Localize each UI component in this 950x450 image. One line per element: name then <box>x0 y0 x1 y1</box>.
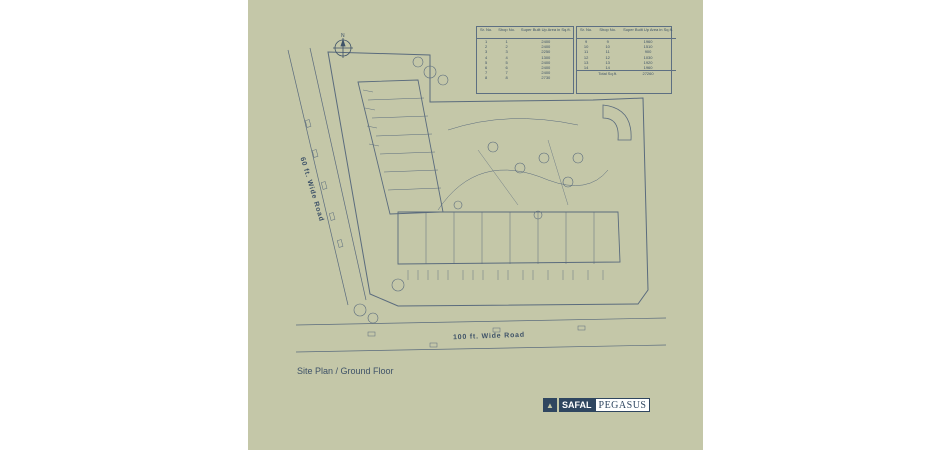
total-label: Total Sq.ft. <box>595 70 621 77</box>
table-row: 4 4 1300 <box>477 55 574 60</box>
table-cell: 3 <box>485 49 488 55</box>
table-header: Shop No. <box>595 27 621 39</box>
table-cell: 6 <box>505 65 508 71</box>
table-row: 12 12 1030 <box>577 55 676 60</box>
table-header: Super Built Up Area in Sq.ft. <box>517 27 574 39</box>
table-row: 14 14 1960 <box>577 65 676 71</box>
table-cell: 7 <box>485 70 488 76</box>
table-cell: 2730 <box>541 75 551 81</box>
table-row: 2 2 2400 <box>477 44 574 49</box>
site-boundary <box>327 51 649 307</box>
table-cell: 13 <box>605 59 610 65</box>
table-cell: 10 <box>583 44 589 50</box>
table-row: 7 7 2400 <box>477 70 574 75</box>
logo-emblem-icon: ▲ <box>543 398 557 412</box>
table-cell: 7 <box>505 70 508 76</box>
table-row: 6 6 2400 <box>477 65 574 70</box>
table-cell: 3 <box>505 49 508 55</box>
table-cell: 5 <box>485 59 488 65</box>
table-cell: 1960 <box>643 65 653 71</box>
north-label: N <box>341 33 345 39</box>
road-edge-bottom <box>295 317 667 326</box>
logo-word-pegasus: PEGASUS <box>594 398 651 412</box>
table-cell: 1 <box>505 39 508 44</box>
table-cell: 14 <box>605 65 610 71</box>
table-cell: 9 <box>585 39 588 44</box>
table-cell: 5 <box>505 59 508 65</box>
table-total-row: Total Sq.ft.27260 <box>577 70 676 77</box>
table-cell: 2 <box>485 44 488 50</box>
table-cell: 1960 <box>643 39 653 44</box>
table-cell: 2400 <box>541 65 551 71</box>
table-row: 11 11 900 <box>577 49 676 54</box>
table-cell: 2 <box>505 44 508 50</box>
table-header: Super Built Up Area in Sq.ft. <box>620 27 676 39</box>
brand-logo: ▲ SAFAL PEGASUS <box>543 398 651 412</box>
table-row: 1 1 2400 <box>477 39 574 45</box>
table-header: Sr. No. <box>477 27 496 39</box>
table-cell: 12 <box>605 54 610 60</box>
table-cell: 2250 <box>541 49 551 55</box>
table-cell: 9 <box>606 39 609 44</box>
table-cell: 1920 <box>643 59 653 65</box>
table-cell: 8 <box>505 75 508 81</box>
table-row: 8 8 2730 <box>477 75 574 80</box>
table-cell: 12 <box>583 54 589 60</box>
table-cell: 1510 <box>643 44 653 50</box>
table-cell: 11 <box>584 49 589 55</box>
table-cell: 2400 <box>541 39 551 44</box>
road-edge-bottom-inner <box>295 344 667 353</box>
site-plan-drawing: N <box>287 33 667 353</box>
area-table-right: Sr. No. Shop No. Super Built Up Area in … <box>576 26 676 94</box>
table-cell: 1300 <box>541 54 551 60</box>
table-row: 3 3 2250 <box>477 49 574 54</box>
table-cell: 2400 <box>541 70 551 76</box>
ramp <box>602 104 632 141</box>
table-cell: 11 <box>605 49 610 55</box>
table-cell: 900 <box>644 49 652 55</box>
table-row: 13 13 1920 <box>577 60 676 65</box>
table-cell: 13 <box>583 59 589 65</box>
logo-word-safal: SAFAL <box>559 398 595 412</box>
table-cell: 14 <box>583 65 589 71</box>
table-cell: 1 <box>485 39 488 44</box>
area-table-left: Sr. No. Shop No. Super Built Up Area in … <box>476 26 574 94</box>
road-edge-left-inner <box>309 47 367 301</box>
table-cell: 8 <box>485 75 488 81</box>
table-cell: 2400 <box>541 44 551 50</box>
total-value: 27260 <box>620 70 676 77</box>
table-row: 5 5 2400 <box>477 60 574 65</box>
table-cell: 6 <box>485 65 488 71</box>
table-row: 9 9 1960 <box>577 39 676 45</box>
table-cell: 4 <box>485 54 488 60</box>
table-header: Sr. No. <box>577 27 596 39</box>
bottom-block <box>397 211 621 265</box>
site-plan-sheet: N Sr. No. Shop No. Super Built Up Area i… <box>248 0 703 450</box>
table-cell: 4 <box>505 54 508 60</box>
north-arrow <box>333 38 353 58</box>
table-row: 10 10 1510 <box>577 44 676 49</box>
road-edge-left <box>287 49 349 306</box>
table-cell: 2400 <box>541 59 551 65</box>
table-cell: 1030 <box>643 54 653 60</box>
table-header: Shop No. <box>495 27 518 39</box>
plan-caption: Site Plan / Ground Floor <box>297 366 394 376</box>
table-cell: 10 <box>605 44 610 50</box>
